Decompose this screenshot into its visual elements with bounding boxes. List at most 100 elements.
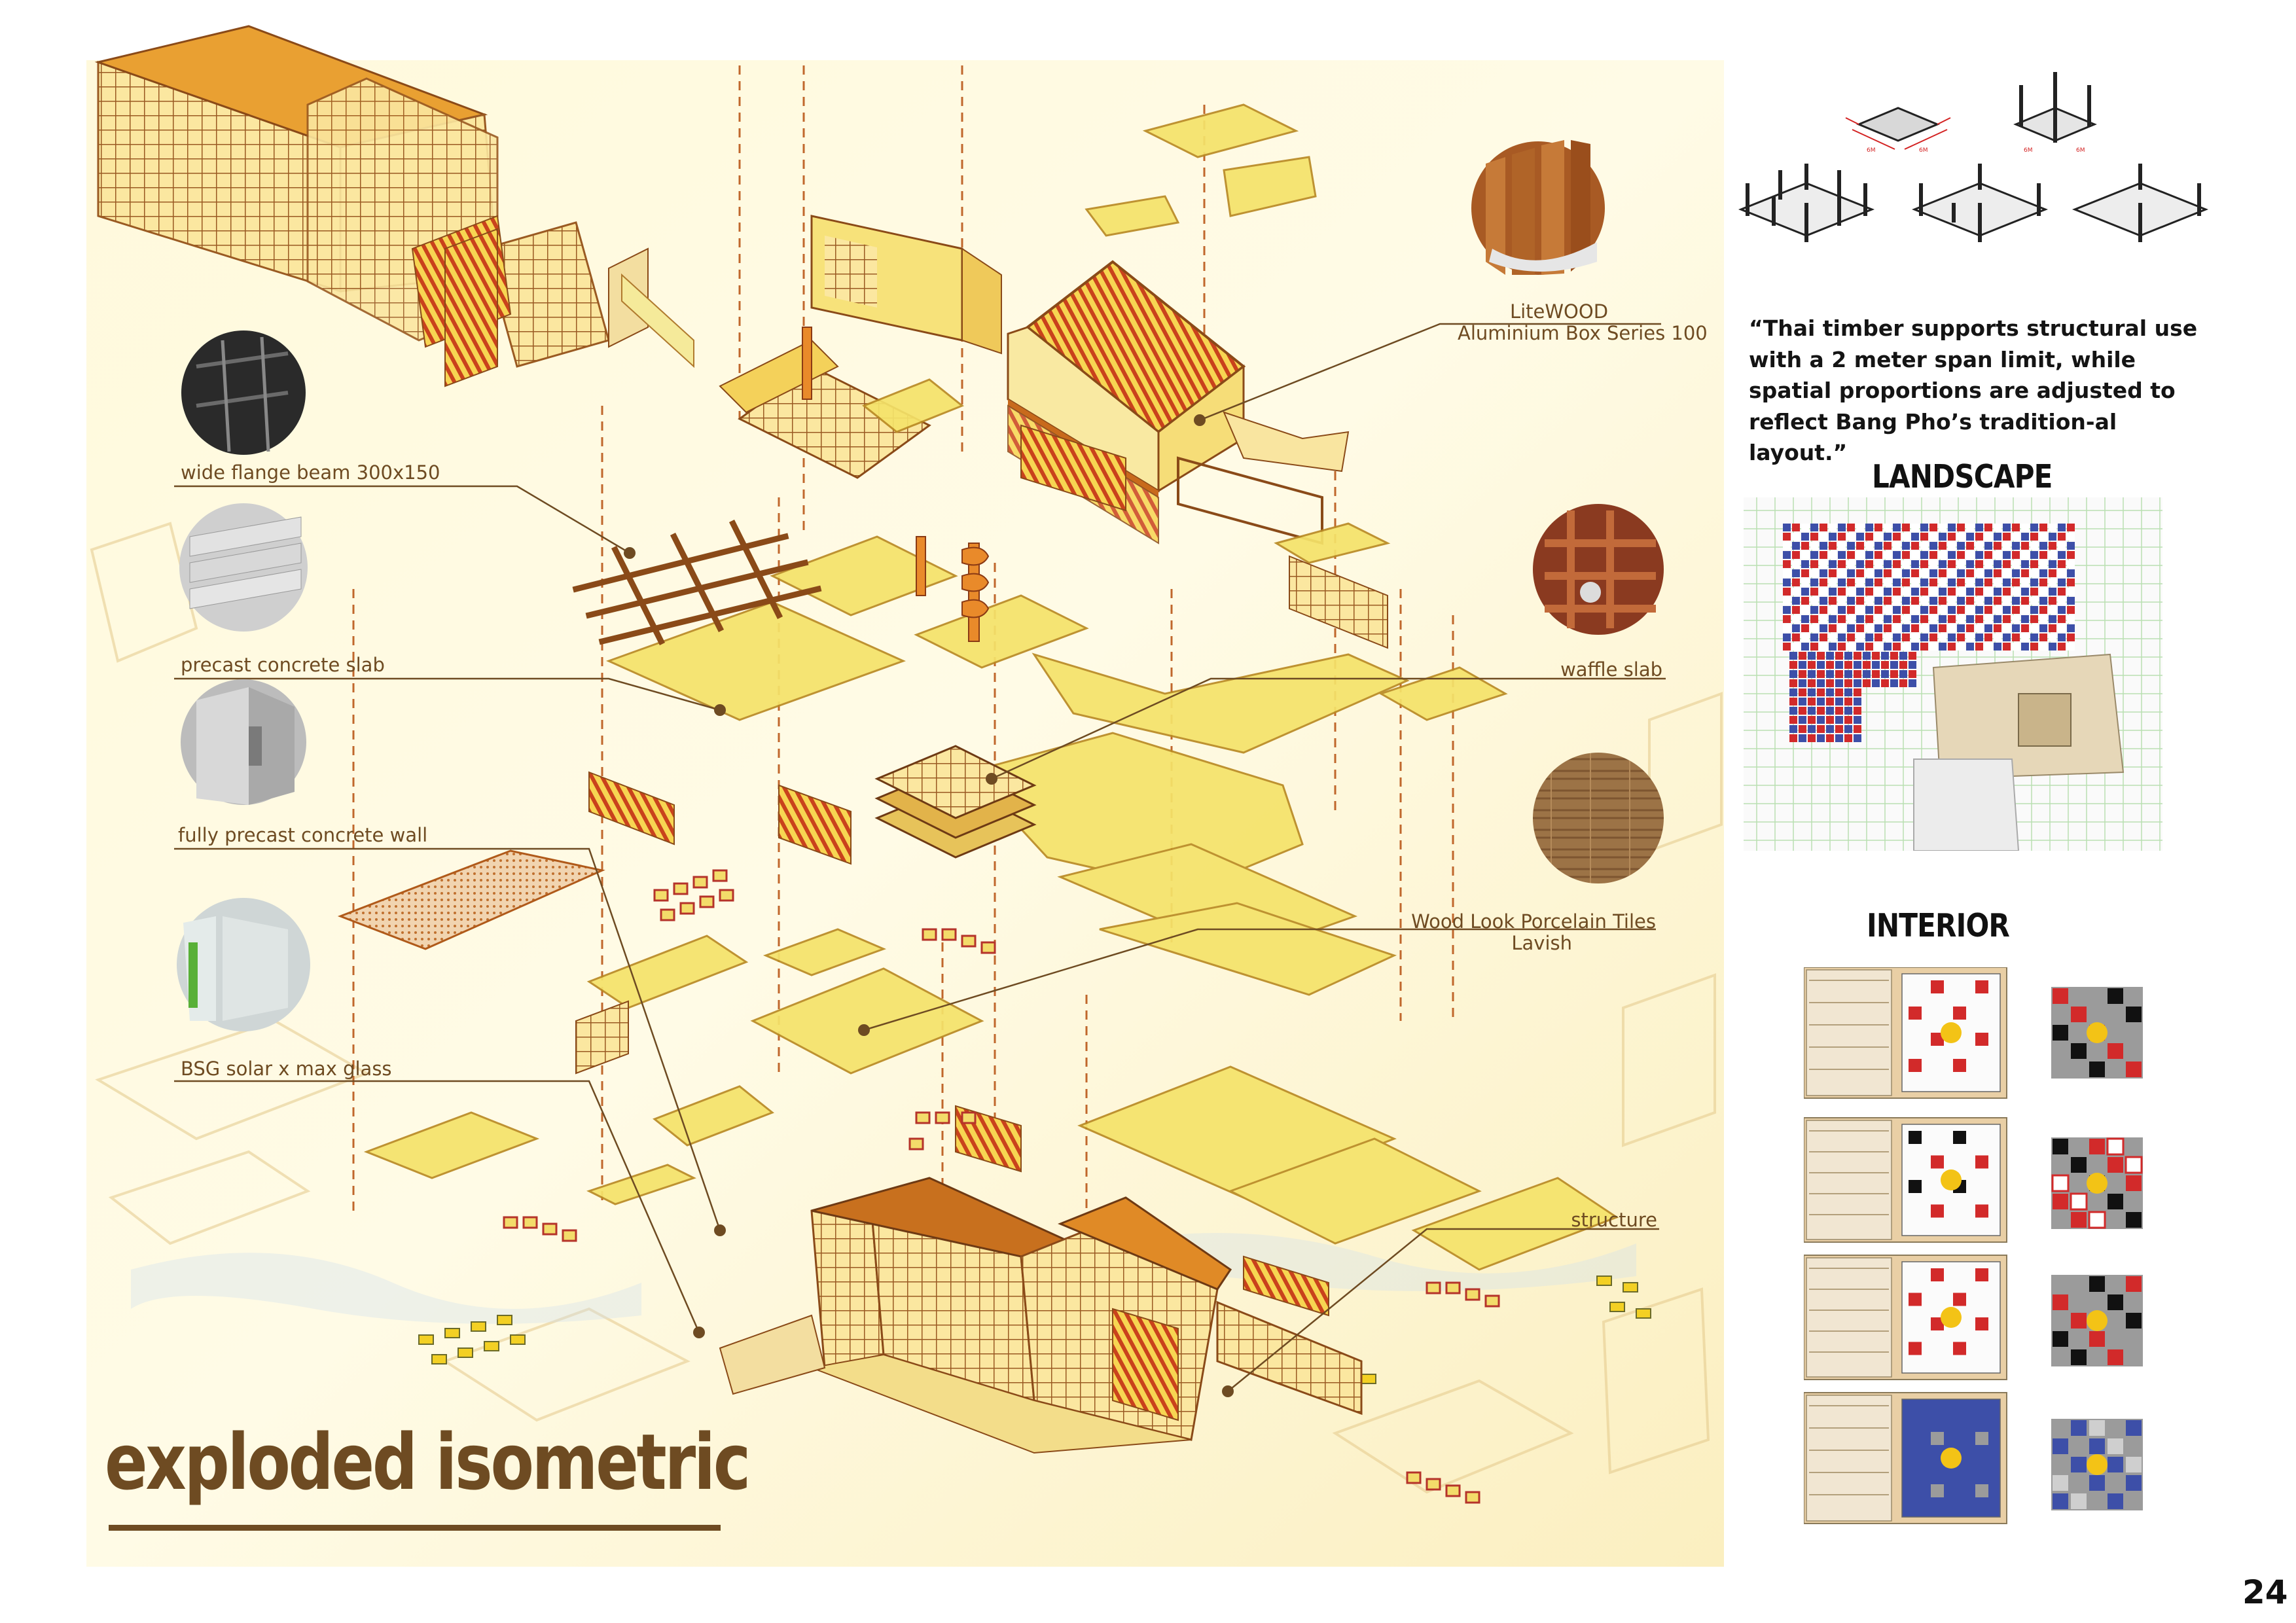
mosaic-tile	[1884, 643, 1892, 651]
plan-marker	[1931, 1317, 1944, 1330]
mosaic-tile	[1929, 643, 1937, 651]
mosaic-tile	[1783, 615, 1791, 623]
mosaic-tile	[2039, 551, 2047, 559]
mosaic-tile	[1975, 597, 1983, 605]
mosaic-tile	[2067, 533, 2075, 541]
mosaic-tile	[1893, 524, 1901, 531]
mosaic-tile	[1838, 551, 1846, 559]
mosaic-tile	[1957, 551, 1965, 559]
mosaic-tile	[1948, 597, 1956, 605]
diagram-cell	[2108, 1457, 2123, 1472]
mosaic-tile	[1975, 560, 1983, 568]
mosaic-tile	[1948, 643, 1956, 651]
plan-marker	[1931, 1155, 1944, 1169]
mosaic-tile	[2039, 633, 2047, 641]
mosaic-tile	[1838, 542, 1846, 550]
mosaic-tile	[1856, 606, 1864, 614]
mosaic-tile	[1884, 551, 1892, 559]
mosaic-tile	[1817, 707, 1825, 715]
mosaic-tile	[1835, 707, 1843, 715]
mosaic-tile	[1792, 542, 1800, 550]
diagram-cell	[2088, 1211, 2106, 1229]
mosaic-tile	[1808, 688, 1816, 696]
mosaic-tile	[2030, 542, 2038, 550]
mosaic-tile	[1948, 588, 1956, 596]
mosaic-tile	[1893, 560, 1901, 568]
mosaic-tile	[1847, 643, 1855, 651]
mosaic-tile	[1820, 569, 1827, 577]
mosaic-tile	[1799, 679, 1806, 687]
mosaic-tile	[1783, 551, 1791, 559]
mosaic-tile	[1820, 542, 1827, 550]
mosaic-tile	[1817, 725, 1825, 733]
mosaic-tile	[1939, 588, 1946, 596]
mosaic-tile	[1920, 533, 1928, 541]
mosaic-tile	[2049, 542, 2056, 550]
mosaic-tile	[1893, 597, 1901, 605]
landscape-heading: LANDSCAPE	[1872, 458, 2053, 495]
mosaic-tile	[1939, 606, 1946, 614]
mosaic-tile	[1817, 652, 1825, 660]
diagram-cell	[2108, 988, 2123, 1004]
mosaic-tile	[1847, 524, 1855, 531]
mosaic-tile	[1929, 615, 1937, 623]
diagram-cell	[2108, 1438, 2123, 1454]
diagram-cell	[2126, 1175, 2142, 1191]
mosaic-tile	[1865, 533, 1873, 541]
mosaic-tile	[1994, 633, 2001, 641]
mosaic-tile	[1829, 633, 1837, 641]
module-variant-2	[1911, 164, 2049, 242]
mosaic-tile	[2003, 624, 2011, 632]
mosaic-tile	[2012, 533, 2020, 541]
mosaic-tile	[1844, 725, 1852, 733]
mosaic-tile	[1792, 533, 1800, 541]
mosaic-tile	[1948, 524, 1956, 531]
mosaic-tile	[1838, 569, 1846, 577]
interior-heading: INTERIOR	[1867, 907, 2010, 944]
mosaic-tile	[1975, 643, 1983, 651]
mosaic-tile	[1847, 597, 1855, 605]
mosaic-tile	[1966, 569, 1974, 577]
mosaic-tile	[1884, 579, 1892, 586]
mosaic-tile	[2021, 579, 2029, 586]
mosaic-tile	[1874, 624, 1882, 632]
module-variant-1	[1738, 164, 1875, 242]
mosaic-tile	[1994, 542, 2001, 550]
mosaic-tile	[1810, 588, 1818, 596]
mosaic-tile	[1874, 524, 1882, 531]
mosaic-tile	[1810, 643, 1818, 651]
mosaic-tile	[1856, 588, 1864, 596]
mosaic-tile	[1994, 615, 2001, 623]
plan-focus	[1941, 1022, 1962, 1043]
mosaic-tile	[1957, 615, 1965, 623]
mosaic-tile	[1975, 624, 1983, 632]
mosaic-tile	[1847, 588, 1855, 596]
mosaic-tile	[1854, 661, 1861, 669]
mosaic-tile	[1872, 679, 1880, 687]
mosaic-tile	[1957, 569, 1965, 577]
mosaic-tile	[1820, 615, 1827, 623]
mosaic-tile	[1783, 533, 1791, 541]
diagram-focus	[2087, 1022, 2108, 1043]
mosaic-tile	[2021, 606, 2029, 614]
mosaic-tile	[1984, 569, 1992, 577]
plan-marker	[1931, 980, 1944, 993]
mosaic-tile	[1820, 551, 1827, 559]
mosaic-tile	[1893, 624, 1901, 632]
mosaic-tile	[1789, 679, 1797, 687]
plan-marker	[1931, 1204, 1944, 1218]
board-title: exploded isometric	[105, 1417, 751, 1507]
mosaic-tile	[1975, 569, 1983, 577]
mosaic-tile	[1939, 560, 1946, 568]
mosaic-tile	[2039, 560, 2047, 568]
mosaic-tile	[1902, 624, 1910, 632]
precast-wall-swatch-icon	[181, 679, 306, 805]
diagram-cell	[2053, 1475, 2068, 1491]
diagram-cell	[2089, 1475, 2105, 1491]
plan-marker	[1931, 1484, 1944, 1497]
mosaic-tile	[1829, 606, 1837, 614]
mosaic-tile	[1865, 588, 1873, 596]
mosaic-tile	[1847, 633, 1855, 641]
mosaic-tile	[1792, 551, 1800, 559]
mosaic-tile	[1929, 569, 1937, 577]
